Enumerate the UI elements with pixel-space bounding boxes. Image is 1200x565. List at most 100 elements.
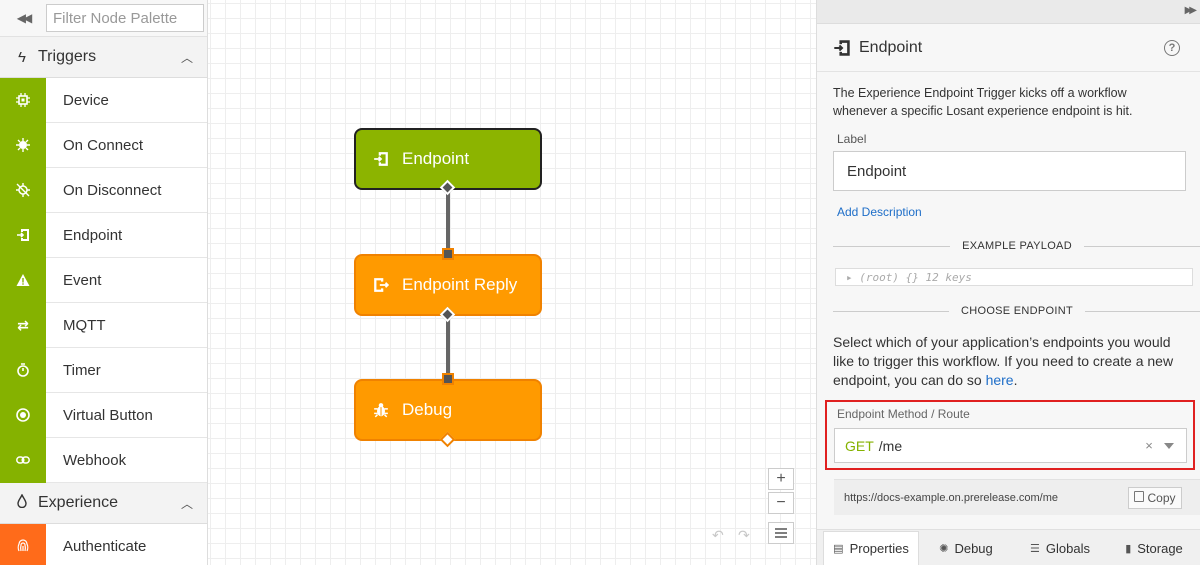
lightning-icon: ϟ — [18, 48, 26, 66]
route-method: GET — [845, 437, 874, 454]
label-caption: Label — [837, 132, 867, 146]
redo-icon[interactable]: ↷ — [738, 527, 750, 543]
list-icon: ☰ — [1030, 542, 1040, 555]
section-label: Experience — [38, 494, 119, 511]
palette-node-event[interactable]: Event — [0, 257, 207, 303]
palette-node-label: Virtual Button — [63, 406, 153, 424]
endpoint-route-highlight — [825, 400, 1195, 470]
tab-label: Storage — [1137, 540, 1183, 556]
palette-node-webhook[interactable]: Webhook — [0, 437, 207, 483]
section-label: Triggers — [38, 48, 97, 65]
flow-node-endpoint-reply[interactable]: Endpoint Reply — [354, 254, 542, 316]
node-palette: ◀◀ ϟ Triggers ︿ Device On Connect On Dis… — [0, 0, 208, 565]
clear-icon[interactable]: × — [1145, 438, 1153, 453]
tab-debug[interactable]: ✺ Debug — [919, 531, 1013, 565]
palette-toolbar: ◀◀ — [0, 0, 207, 37]
fingerprint-icon — [0, 523, 46, 565]
palette-node-label: Device — [63, 91, 109, 109]
palette-node-on-disconnect[interactable]: On Disconnect — [0, 167, 207, 213]
palette-node-timer[interactable]: Timer — [0, 347, 207, 393]
filter-node-palette-input[interactable] — [46, 4, 204, 32]
endpoint-url: https://docs-example.on.prerelease.com/m… — [844, 491, 1058, 504]
palette-node-device[interactable]: Device — [0, 77, 207, 123]
collapse-palette-icon[interactable]: ◀◀ — [16, 11, 32, 25]
palette-node-label: Authenticate — [63, 537, 147, 555]
tab-properties[interactable]: ▤ Properties — [823, 531, 919, 565]
palette-node-label: Webhook — [63, 451, 127, 469]
choose-endpoint-heading: CHOOSE ENDPOINT — [960, 305, 1074, 317]
flow-node-label: Endpoint Reply — [402, 275, 518, 294]
radio-button-icon — [0, 392, 46, 438]
input-port[interactable] — [442, 373, 454, 385]
collapse-panel-icon[interactable]: ▶▶ — [1184, 5, 1198, 16]
copy-icon — [1134, 491, 1145, 502]
endpoint-icon — [833, 39, 851, 57]
caret-down-icon[interactable] — [1164, 442, 1174, 449]
tab-label: Debug — [954, 540, 993, 556]
palette-node-label: MQTT — [63, 316, 106, 334]
choose-endpoint-divider: CHOOSE ENDPOINT — [833, 303, 1200, 319]
copy-label: Copy — [1147, 490, 1176, 505]
palette-node-authenticate[interactable]: Authenticate — [0, 523, 207, 565]
reply-icon — [372, 276, 390, 294]
stopwatch-icon — [0, 347, 46, 393]
panel-tabs: ▤ Properties ✺ Debug ☰ Globals ▮ Storage — [817, 529, 1200, 565]
tab-storage[interactable]: ▮ Storage — [1107, 531, 1200, 565]
endpoint-icon — [372, 150, 390, 168]
example-payload-heading: EXAMPLE PAYLOAD — [962, 240, 1072, 252]
palette-node-label: On Connect — [63, 136, 144, 154]
warning-icon — [0, 257, 46, 303]
menu-icon[interactable] — [768, 522, 794, 544]
help-icon[interactable]: ? — [1164, 39, 1180, 56]
endpoint-icon — [0, 212, 46, 258]
section-experience[interactable]: Experience ︿ — [0, 483, 207, 524]
chevron-up-icon[interactable]: ︿ — [180, 50, 193, 65]
add-description-link[interactable]: Add Description — [837, 205, 922, 219]
bug-icon: ✺ — [939, 542, 949, 555]
label-field[interactable] — [833, 151, 1186, 191]
copy-button[interactable]: Copy — [1128, 486, 1182, 509]
route-path: /me — [878, 437, 903, 454]
palette-node-label: Event — [63, 271, 102, 289]
section-triggers[interactable]: ϟ Triggers ︿ — [0, 37, 207, 78]
tab-label: Globals — [1045, 540, 1090, 556]
example-payload-viewer[interactable]: ▸ (root) {} 12 keys — [835, 268, 1193, 286]
flow-node-endpoint[interactable]: Endpoint — [354, 128, 542, 190]
palette-node-on-connect[interactable]: On Connect — [0, 122, 207, 168]
endpoint-url-box: https://docs-example.on.prerelease.com/m… — [834, 479, 1200, 515]
chevron-up-icon[interactable]: ︿ — [180, 496, 193, 511]
palette-node-virtual-button[interactable]: Virtual Button — [0, 392, 207, 438]
zoom-out-label: − — [776, 494, 786, 511]
endpoint-route-select[interactable]: GET /me × — [834, 428, 1187, 463]
chip-icon — [0, 77, 46, 123]
connection-wire[interactable] — [446, 316, 450, 380]
flow-node-debug[interactable]: Debug — [354, 379, 542, 441]
choose-text-end: . — [1013, 372, 1018, 388]
create-endpoint-link[interactable]: here — [985, 372, 1014, 388]
connection-wire[interactable] — [446, 190, 450, 254]
route-caption: Endpoint Method / Route — [837, 407, 970, 421]
palette-node-label: Timer — [63, 361, 101, 379]
workflow-canvas[interactable]: Endpoint Endpoint Reply Debug + − ↶ ↷ — [208, 0, 816, 565]
zoom-out-button[interactable]: − — [768, 492, 794, 514]
flow-node-label: Debug — [402, 400, 453, 419]
tab-globals[interactable]: ☰ Globals — [1013, 531, 1107, 565]
choose-text-body: Select which of your application’s endpo… — [833, 334, 1174, 388]
flow-node-label: Endpoint — [402, 149, 470, 168]
zoom-in-button[interactable]: + — [768, 468, 794, 490]
choose-endpoint-text: Select which of your application’s endpo… — [833, 333, 1185, 390]
panel-header: Endpoint ? — [817, 24, 1200, 72]
droplet-icon — [14, 493, 30, 512]
palette-node-label: On Disconnect — [63, 181, 162, 199]
input-port[interactable] — [442, 248, 454, 260]
undo-icon[interactable]: ↶ — [712, 527, 724, 543]
link-icon — [0, 437, 46, 483]
arrows-icon: ⇄ — [0, 302, 46, 348]
node-description: The Experience Endpoint Trigger kicks of… — [833, 86, 1133, 118]
palette-node-mqtt[interactable]: ⇄ MQTT — [0, 302, 207, 348]
properties-panel: ▶▶ Endpoint ? The Experience Endpoint Tr… — [816, 0, 1200, 565]
palette-node-endpoint[interactable]: Endpoint — [0, 212, 207, 258]
palette-node-label: Endpoint — [63, 226, 123, 244]
payload-preview: ▸ (root) {} 12 keys — [846, 270, 972, 284]
tab-label: Properties — [849, 541, 909, 556]
